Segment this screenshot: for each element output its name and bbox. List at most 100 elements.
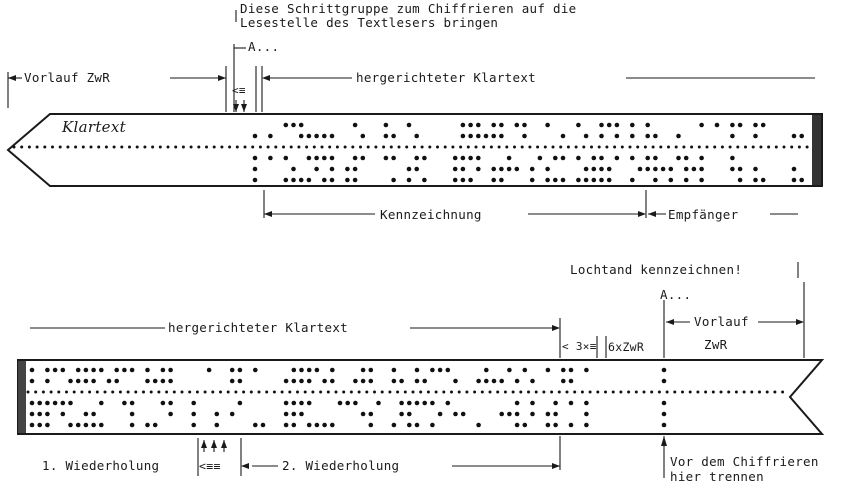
sprocket-hole	[797, 145, 801, 149]
data-hole	[514, 422, 520, 428]
data-hole	[299, 367, 304, 373]
data-hole	[791, 166, 797, 172]
top-note-line2: Lesestelle des Textlesers bringen	[240, 15, 499, 30]
data-hole	[260, 422, 266, 428]
sprocket-hole	[480, 390, 484, 394]
sprocket-hole	[419, 390, 423, 394]
sprocket-hole	[511, 390, 515, 394]
data-hole	[606, 177, 612, 183]
data-hole	[283, 155, 289, 161]
data-hole	[614, 133, 620, 139]
data-hole	[452, 177, 458, 183]
sprocket-hole	[118, 390, 122, 394]
sprocket-hole	[142, 390, 145, 394]
sprocket-hole	[619, 390, 623, 394]
sprocket-hole	[242, 390, 246, 394]
data-hole	[191, 400, 196, 406]
sprocket-hole	[49, 390, 53, 394]
data-hole	[514, 122, 520, 128]
sprocket-hole	[128, 145, 131, 149]
sprocket-hole	[81, 145, 85, 149]
sprocket-hole	[95, 390, 99, 394]
sprocket-hole	[450, 390, 453, 394]
sprocket-hole	[636, 145, 640, 149]
sprocket-hole	[443, 145, 447, 149]
data-hole	[606, 122, 612, 128]
data-hole	[330, 367, 335, 373]
sprocket-hole	[734, 390, 738, 394]
top-sym-label: <≡	[232, 84, 246, 97]
sprocket-hole	[465, 390, 469, 394]
data-hole	[160, 400, 166, 406]
data-hole	[514, 378, 520, 384]
sprocket-hole	[727, 390, 731, 394]
data-hole	[160, 367, 166, 373]
data-hole	[99, 422, 104, 428]
sprocket-hole	[312, 145, 316, 149]
data-hole	[45, 378, 50, 384]
sprocket-hole	[573, 390, 577, 394]
sprocket-hole	[611, 390, 615, 394]
data-hole	[737, 166, 743, 172]
data-hole	[414, 400, 420, 406]
sprocket-hole	[559, 145, 563, 149]
data-hole	[576, 155, 581, 161]
data-hole	[653, 155, 658, 161]
sprocket-hole	[251, 145, 255, 149]
data-hole	[599, 133, 604, 139]
sprocket-hole	[643, 145, 647, 149]
data-hole	[553, 155, 558, 161]
sprocket-hole	[57, 390, 61, 394]
data-hole	[476, 378, 481, 384]
data-hole	[430, 367, 435, 373]
data-hole	[483, 133, 489, 139]
data-hole	[106, 378, 112, 384]
sprocket-hole	[805, 145, 809, 149]
sprocket-hole	[520, 145, 524, 149]
sprocket-hole	[228, 145, 232, 149]
data-hole	[298, 122, 304, 128]
data-hole	[537, 155, 543, 161]
data-hole	[476, 422, 481, 428]
data-hole	[91, 411, 96, 417]
sprocket-hole	[705, 145, 709, 149]
marker-hole	[661, 400, 667, 406]
data-hole	[453, 378, 458, 384]
sprocket-hole	[405, 145, 409, 149]
sprocket-hole	[704, 390, 708, 394]
data-hole	[714, 122, 720, 128]
sprocket-hole	[257, 390, 261, 394]
marker-hole	[661, 411, 667, 417]
sprocket-hole	[65, 390, 68, 394]
sprocket-hole	[528, 145, 532, 149]
data-hole	[391, 422, 397, 428]
sprocket-hole	[197, 145, 201, 149]
sprocket-hole	[97, 145, 101, 149]
data-hole	[553, 177, 558, 183]
sprocket-hole	[272, 390, 276, 394]
data-hole	[522, 367, 528, 373]
data-hole	[737, 177, 743, 183]
sprocket-hole	[326, 390, 330, 394]
sprocket-hole	[505, 145, 509, 149]
sprocket-hole	[759, 145, 763, 149]
sprocket-hole	[582, 145, 586, 149]
data-hole	[306, 378, 312, 384]
sprocket-hole	[574, 145, 578, 149]
data-hole	[453, 411, 458, 417]
data-hole	[406, 122, 412, 128]
data-hole	[522, 122, 527, 128]
data-hole	[530, 411, 535, 417]
data-hole	[352, 177, 358, 183]
sprocket-hole	[542, 390, 546, 394]
data-hole	[329, 177, 335, 183]
sprocket-hole	[565, 390, 569, 394]
sprocket-hole	[519, 390, 523, 394]
sprocket-hole	[605, 145, 609, 149]
data-hole	[760, 122, 766, 128]
data-hole	[360, 155, 366, 161]
data-hole	[129, 367, 135, 373]
top-plaintext-label: hergerichteter Klartext	[356, 70, 536, 85]
sprocket-hole	[713, 145, 717, 149]
data-hole	[253, 367, 258, 373]
